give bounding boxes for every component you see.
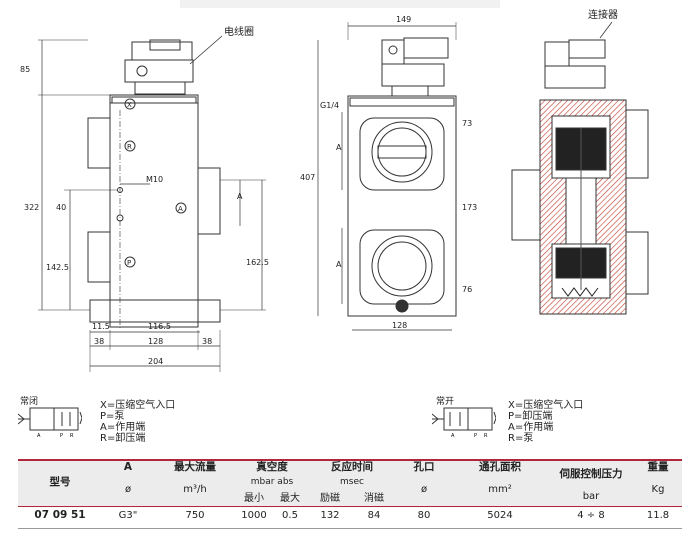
port-a-label: A	[178, 205, 183, 213]
svg-text:204: 204	[148, 357, 163, 366]
connector-callout: 连接器	[588, 8, 618, 21]
coil-callout: 电线圈	[224, 25, 254, 38]
svg-text:173: 173	[462, 203, 477, 212]
col-response: 反应时间	[331, 461, 373, 473]
table-row: 07 09 51 G3" 750 1000 0.5 132 84 80 5024…	[34, 509, 670, 521]
table-bottom-line	[18, 528, 682, 529]
no-symbol-block: 常开	[436, 394, 454, 407]
left-view	[38, 35, 266, 372]
svg-text:149: 149	[396, 15, 411, 24]
col-weight: 重量	[647, 461, 669, 473]
svg-text:P: P	[60, 433, 63, 439]
table-subunits-row: 最小 最大 励磁 消磁 bar	[244, 491, 600, 504]
svg-text:162.5: 162.5	[246, 258, 269, 267]
svg-text:116.5: 116.5	[148, 322, 171, 331]
svg-text:142.5: 142.5	[46, 263, 69, 272]
right-section-view	[511, 21, 649, 315]
middle-view	[317, 22, 457, 331]
nc-legend: X=压缩空气入口 P=泵 A=作用端 R=卸压端	[100, 400, 176, 444]
svg-text:128: 128	[148, 337, 163, 346]
svg-text:76: 76	[462, 285, 472, 294]
col-area: 通孔面积	[479, 461, 521, 473]
col-a: A	[123, 460, 133, 473]
nc-title: 常闭	[20, 397, 39, 407]
port-p-label: P	[127, 259, 131, 267]
svg-text:38: 38	[94, 337, 104, 346]
svg-text:P: P	[474, 433, 477, 439]
col-model: 型号	[49, 476, 71, 488]
svg-text:A: A	[451, 433, 455, 439]
table-row-divider	[18, 506, 682, 507]
svg-text:407: 407	[300, 173, 315, 182]
svg-text:R: R	[70, 433, 74, 439]
svg-text:R: R	[484, 433, 488, 439]
svg-text:A: A	[336, 260, 342, 269]
col-pilot: 伺服控制压力	[559, 468, 623, 480]
svg-text:85: 85	[20, 65, 30, 74]
svg-text:A: A	[37, 433, 41, 439]
col-vacuum: 真空度	[256, 461, 288, 473]
nc-valve-symbol: A P R	[18, 407, 82, 439]
svg-text:40: 40	[56, 203, 66, 212]
svg-text:322: 322	[24, 203, 39, 212]
svg-text:11.5: 11.5	[92, 322, 110, 331]
spec-table: 型号 A 最大流量 真空度 反应时间 孔口 通孔面积 伺服控制压力 重量 ø m…	[18, 459, 682, 526]
port-r-label: R	[127, 143, 132, 151]
no-valve-symbol: A P R	[432, 407, 496, 439]
technical-drawing: 电线圈 85 322 40 M10 A 142.5 162.5 11.5 116…	[20, 0, 649, 372]
svg-text:38: 38	[202, 337, 212, 346]
svg-text:73: 73	[462, 119, 472, 128]
svg-text:A: A	[336, 143, 342, 152]
no-legend: X=压缩空气入口 P=卸压端 A=作用端 R=泵	[508, 400, 584, 444]
nc-symbol-block: 常闭	[20, 394, 38, 407]
no-title: 常开	[436, 397, 455, 407]
svg-text:A: A	[237, 192, 243, 201]
col-flow: 最大流量	[174, 461, 216, 473]
table-header-row: 型号 A 最大流量 真空度 反应时间 孔口 通孔面积 伺服控制压力 重量	[18, 459, 682, 489]
svg-text:128: 128	[392, 321, 407, 330]
col-orifice: 孔口	[413, 461, 435, 473]
table-units-row: ø m³/h mbar abs msec ø mm² Kg	[124, 476, 665, 495]
svg-text:G1/4: G1/4	[320, 101, 339, 110]
svg-text:M10: M10	[146, 175, 163, 184]
table-header-band	[18, 459, 682, 506]
port-x-label: X	[127, 101, 132, 109]
